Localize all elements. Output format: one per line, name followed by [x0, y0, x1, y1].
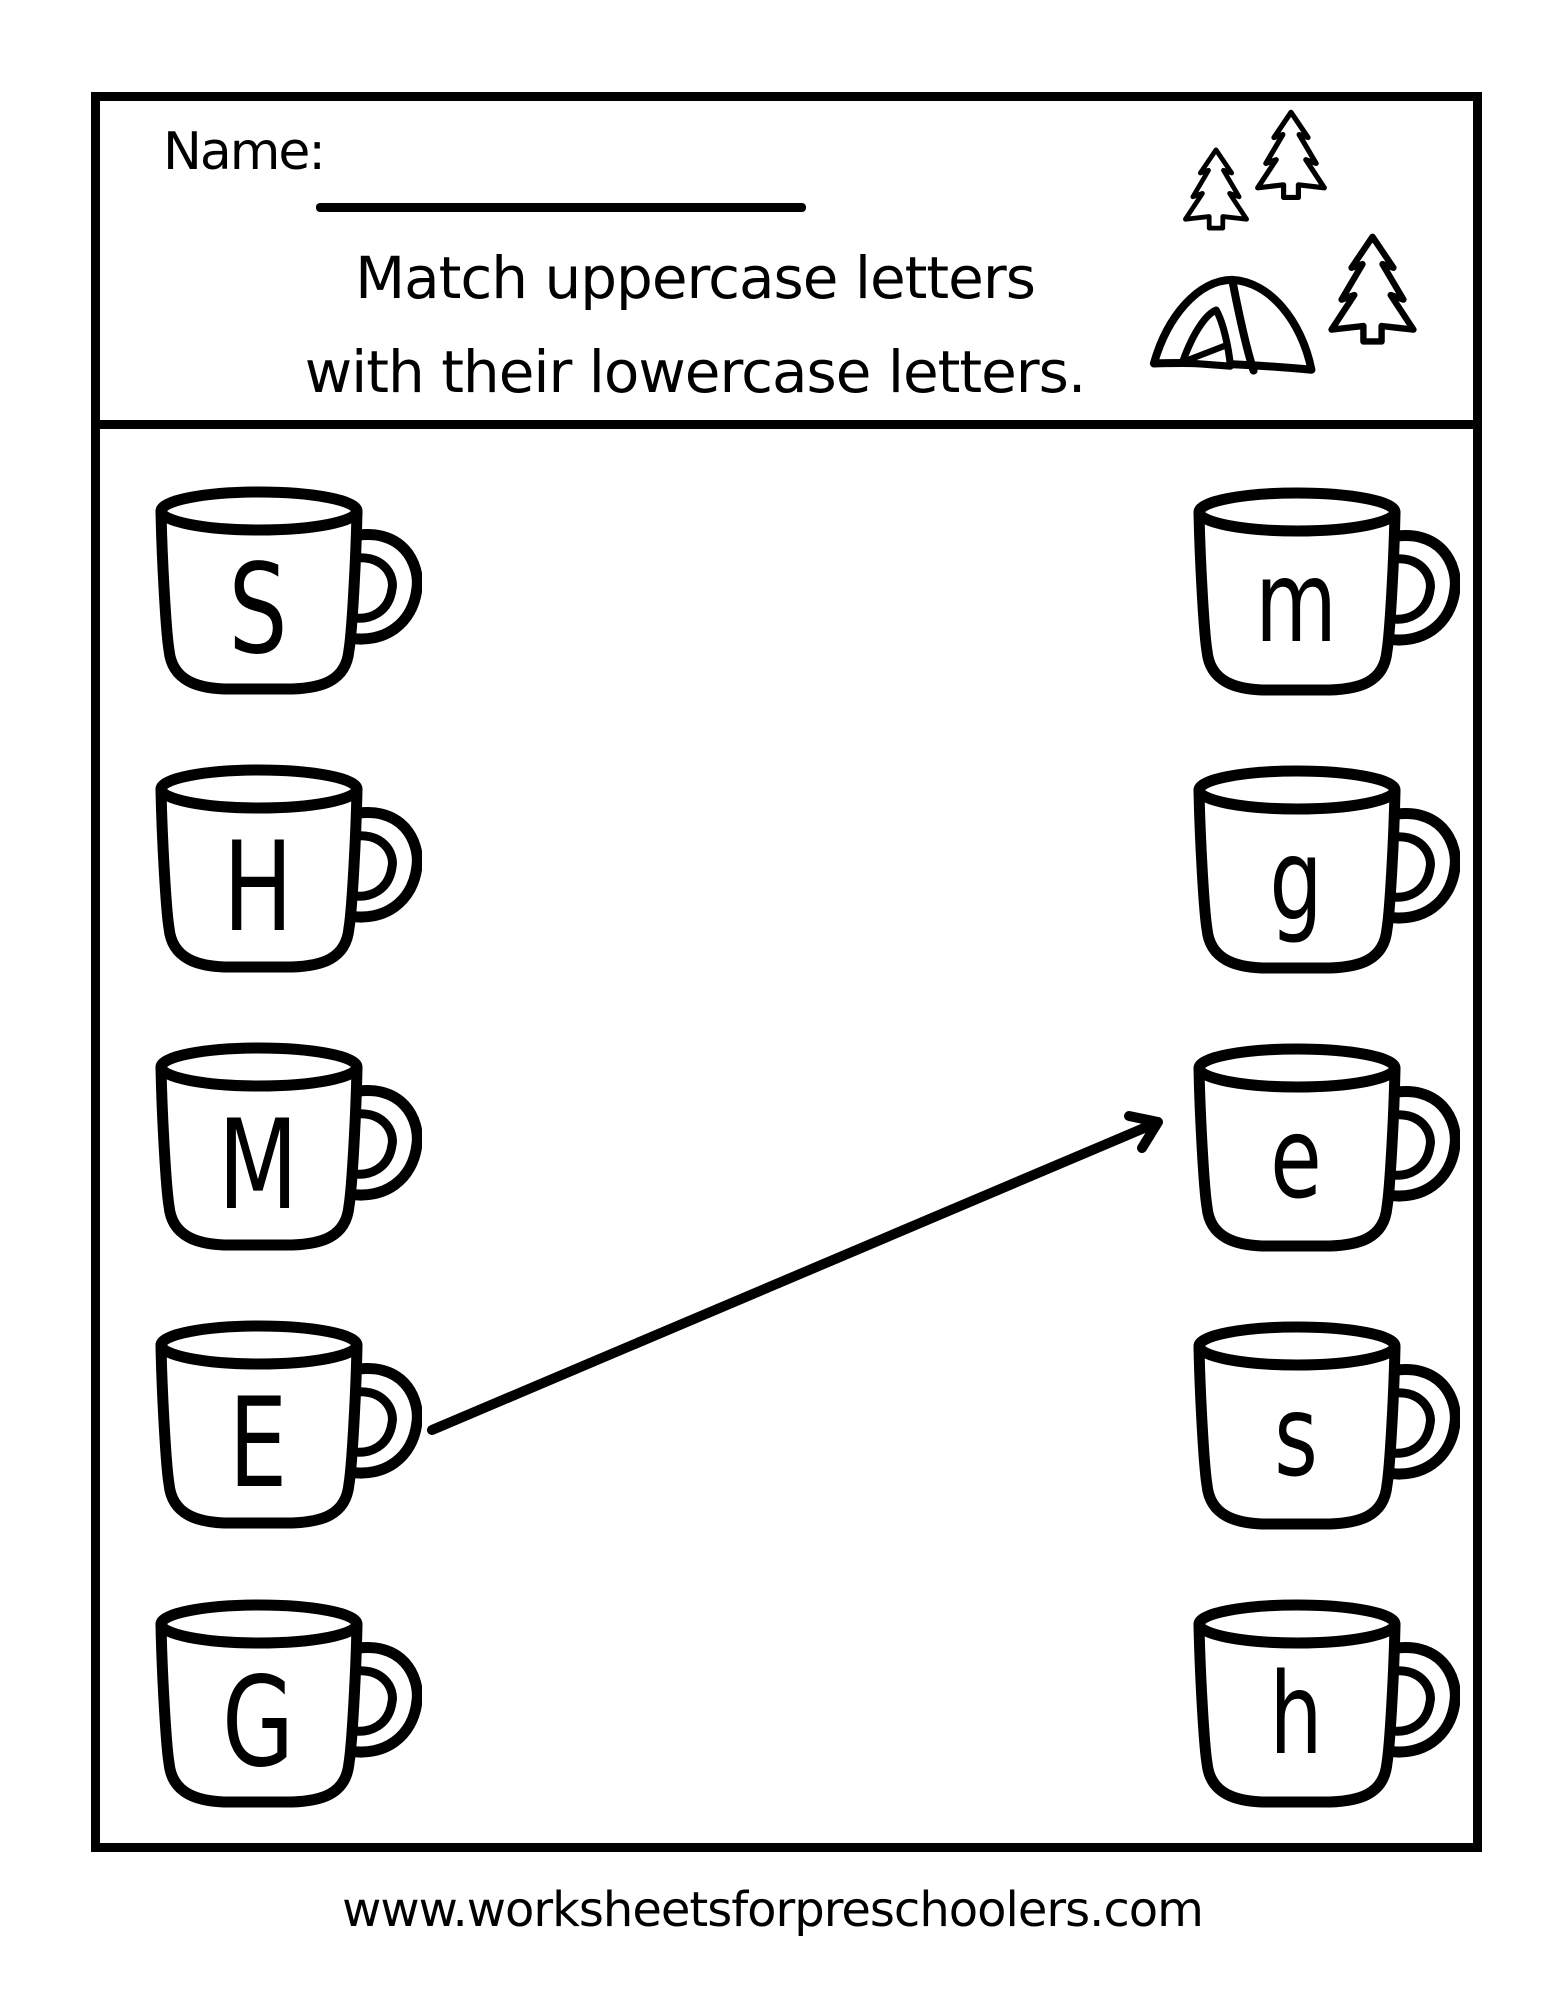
mug-lowercase-5[interactable]: h [1190, 1595, 1460, 1815]
mug-icon [161, 1326, 417, 1523]
name-write-line[interactable] [316, 203, 806, 212]
mug-icon [1199, 1605, 1455, 1802]
pine-tree-icon [1185, 150, 1246, 228]
header-divider [93, 420, 1480, 429]
mug-icon [1199, 1049, 1455, 1246]
name-label: Name: [163, 122, 326, 182]
instructions-line-2: with their lowercase letters. [304, 338, 1087, 406]
instructions-text: Match uppercase letters with their lower… [230, 231, 1160, 419]
mug-lowercase-2[interactable]: g [1190, 761, 1460, 981]
mug-uppercase-1[interactable]: S [152, 482, 422, 702]
camping-clipart [1130, 98, 1450, 398]
mug-lowercase-3[interactable]: e [1190, 1039, 1460, 1259]
mug-icon [1199, 1327, 1455, 1524]
mug-uppercase-5[interactable]: G [152, 1595, 422, 1815]
mug-letter: E [229, 1371, 288, 1516]
mug-icon [1199, 771, 1455, 968]
mug-letter: h [1269, 1650, 1322, 1780]
mug-letter: H [223, 815, 293, 960]
mug-uppercase-3[interactable]: M [152, 1038, 422, 1258]
tent-icon [1154, 280, 1312, 371]
mug-letter: G [222, 1650, 294, 1795]
mug-letter: M [218, 1093, 298, 1238]
pine-tree-icon [1332, 237, 1414, 342]
mug-letter: s [1274, 1372, 1318, 1502]
mug-lowercase-1[interactable]: m [1190, 483, 1460, 703]
mug-letter: e [1270, 1094, 1322, 1224]
mug-letter: m [1255, 538, 1337, 668]
pine-tree-icon [1258, 112, 1325, 197]
footer-url: www.worksheetsforpreschoolers.com [342, 1882, 1204, 1938]
mug-lowercase-4[interactable]: s [1190, 1317, 1460, 1537]
mug-uppercase-4[interactable]: E [152, 1316, 422, 1536]
mug-icon [161, 492, 417, 689]
mug-letter: S [228, 537, 287, 682]
mug-uppercase-2[interactable]: H [152, 760, 422, 980]
instructions-line-1: Match uppercase letters [355, 244, 1036, 312]
mug-letter: g [1269, 816, 1322, 946]
